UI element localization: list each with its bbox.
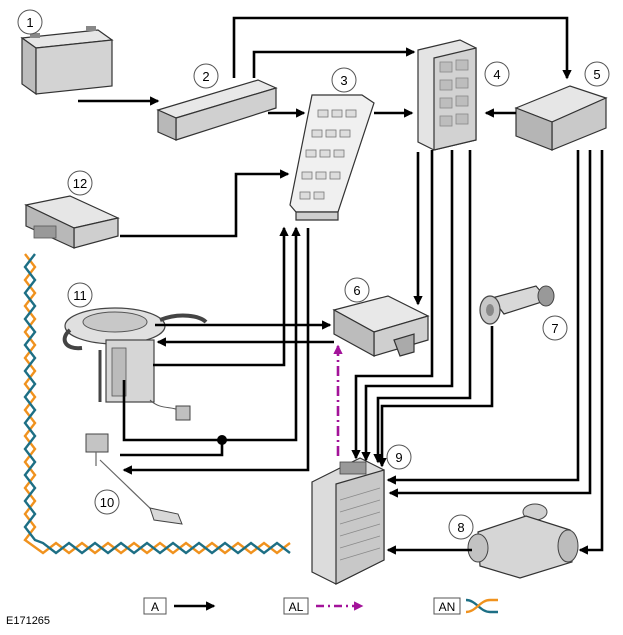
legend-code: AL [289,600,304,614]
callouts: 1 2 3 4 5 6 7 8 9 10 11 12 [17,9,610,540]
legend: A AL AN [143,597,498,615]
callout-8: 8 [448,514,474,540]
control-module-icon [332,295,430,358]
hardwired-connections [78,16,604,555]
battery-icon [20,26,114,96]
callout-7: 7 [542,315,568,341]
legend-item-a: A [143,597,216,615]
level-sensor-icon [85,433,183,525]
callout-1: 1 [17,9,43,35]
pump-icon [467,503,579,579]
control-module-icon [156,79,278,141]
callout-number: 12 [73,176,87,191]
callout-2: 2 [193,63,219,89]
callout-6: 6 [344,277,370,303]
callout-number: 11 [73,288,87,303]
legend-item-an: AN [433,597,498,615]
legend-code: A [151,600,159,614]
twisted-pair-network [23,253,291,555]
callout-4: 4 [484,61,510,87]
callout-number: 5 [593,67,600,82]
legend-code: AN [439,600,456,614]
callout-number: 9 [395,450,402,465]
control-module-icon [24,195,120,249]
control-module-icon [514,85,608,151]
legend-item-al: AL [283,597,364,615]
callout-12: 12 [67,170,93,196]
fuel-pump-module-icon [62,307,208,421]
fuse-box-icon [289,94,375,221]
callout-number: 1 [26,15,33,30]
callout-10: 10 [94,489,120,515]
pressure-sensor-icon [479,285,555,325]
callout-3: 3 [331,67,357,93]
callout-number: 7 [551,321,558,336]
callout-number: 4 [493,67,500,82]
callout-9: 9 [386,444,412,470]
callout-number: 10 [100,495,114,510]
engine-control-module-icon [311,457,385,585]
junction-box-icon [417,39,477,151]
figure-id: E171265 [6,615,50,627]
callout-11: 11 [67,282,93,308]
callout-number: 3 [340,73,347,88]
callout-number: 6 [353,283,360,298]
callout-number: 8 [457,520,464,535]
callout-5: 5 [584,61,610,87]
callout-number: 2 [202,69,209,84]
